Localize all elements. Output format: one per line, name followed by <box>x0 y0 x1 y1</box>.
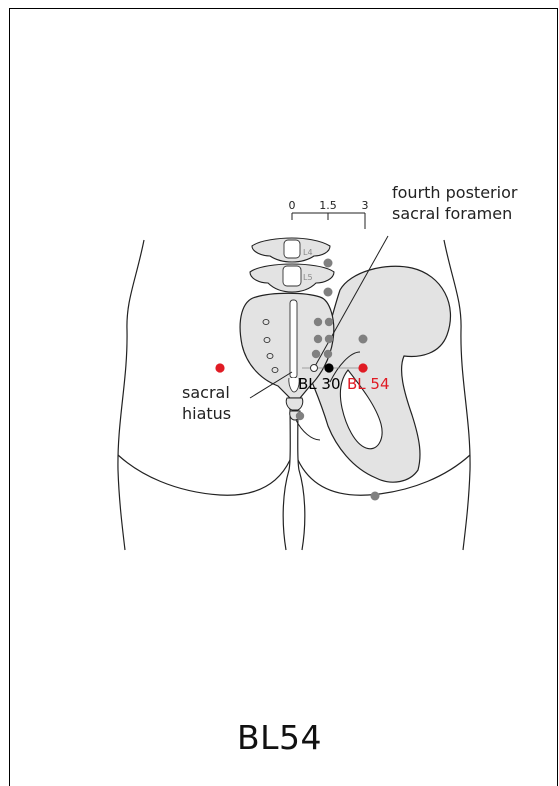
left-hip-contour <box>118 240 144 550</box>
bl30-label: BL 30 <box>298 375 341 393</box>
grey-point <box>296 412 304 420</box>
grey-point <box>312 350 320 358</box>
bl54-label: BL 54 <box>347 375 390 393</box>
grey-point <box>324 288 333 297</box>
fourth-posterior-label-line1: fourth posterior <box>392 183 518 202</box>
l5-label: L5 <box>303 273 313 282</box>
page-title: BL54 <box>0 718 559 757</box>
left-gluteal-fold <box>118 455 290 495</box>
sacral-hiatus-label-line2: hiatus <box>182 404 231 423</box>
scale-bar: 0 1.5 3 <box>289 199 369 229</box>
right-hip-contour <box>444 240 470 550</box>
bl30-point <box>324 363 333 372</box>
grey-point <box>371 492 380 501</box>
grey-point <box>324 259 333 268</box>
grey-point <box>314 335 322 343</box>
intergluteal-left <box>283 395 290 550</box>
fourth-foramen-marker <box>311 365 318 372</box>
grey-point <box>325 318 333 326</box>
lumbar-vertebra-l5 <box>250 264 334 292</box>
grey-point <box>314 318 322 326</box>
sacral-hiatus-label-line1: sacral <box>182 383 230 402</box>
bl54-left-point <box>215 363 224 372</box>
grey-point <box>324 350 332 358</box>
scale-tick-1-5: 1.5 <box>319 199 337 212</box>
scale-tick-0: 0 <box>289 199 296 212</box>
scale-tick-3: 3 <box>362 199 369 212</box>
grey-point <box>325 335 333 343</box>
fourth-posterior-label-line2: sacral foramen <box>392 204 512 223</box>
bl54-point <box>358 363 367 372</box>
grey-point <box>359 335 368 344</box>
l4-label: L4 <box>303 248 313 257</box>
lumbar-vertebra-l4 <box>252 238 330 262</box>
